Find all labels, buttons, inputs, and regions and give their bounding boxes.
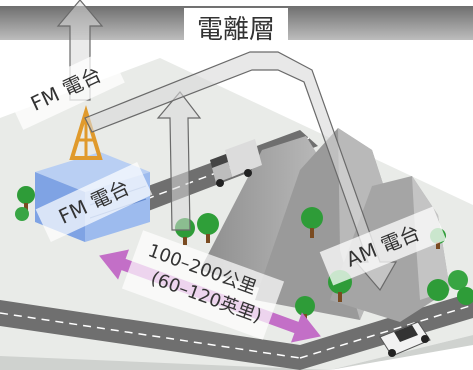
am-station-label-box [319, 206, 447, 286]
am-skywave-arrow [84, 51, 398, 292]
lower-road-lane-2 [299, 304, 473, 359]
tree-icon [427, 270, 473, 305]
car-icon [379, 321, 431, 357]
ground-edge [0, 335, 473, 370]
truck-icon [210, 139, 262, 187]
distance-label-box [121, 230, 285, 340]
fm-tower-label-box [7, 48, 125, 130]
lower-road-lane [0, 312, 301, 359]
tree-icon [15, 186, 35, 221]
fm-upward-arrow-2 [156, 91, 202, 231]
lower-road [0, 292, 473, 370]
tree-icon [301, 207, 323, 238]
ionosphere-label-box [184, 8, 288, 48]
ionosphere-label: 電離層 [197, 15, 275, 45]
fm-station-label-box [35, 162, 153, 242]
